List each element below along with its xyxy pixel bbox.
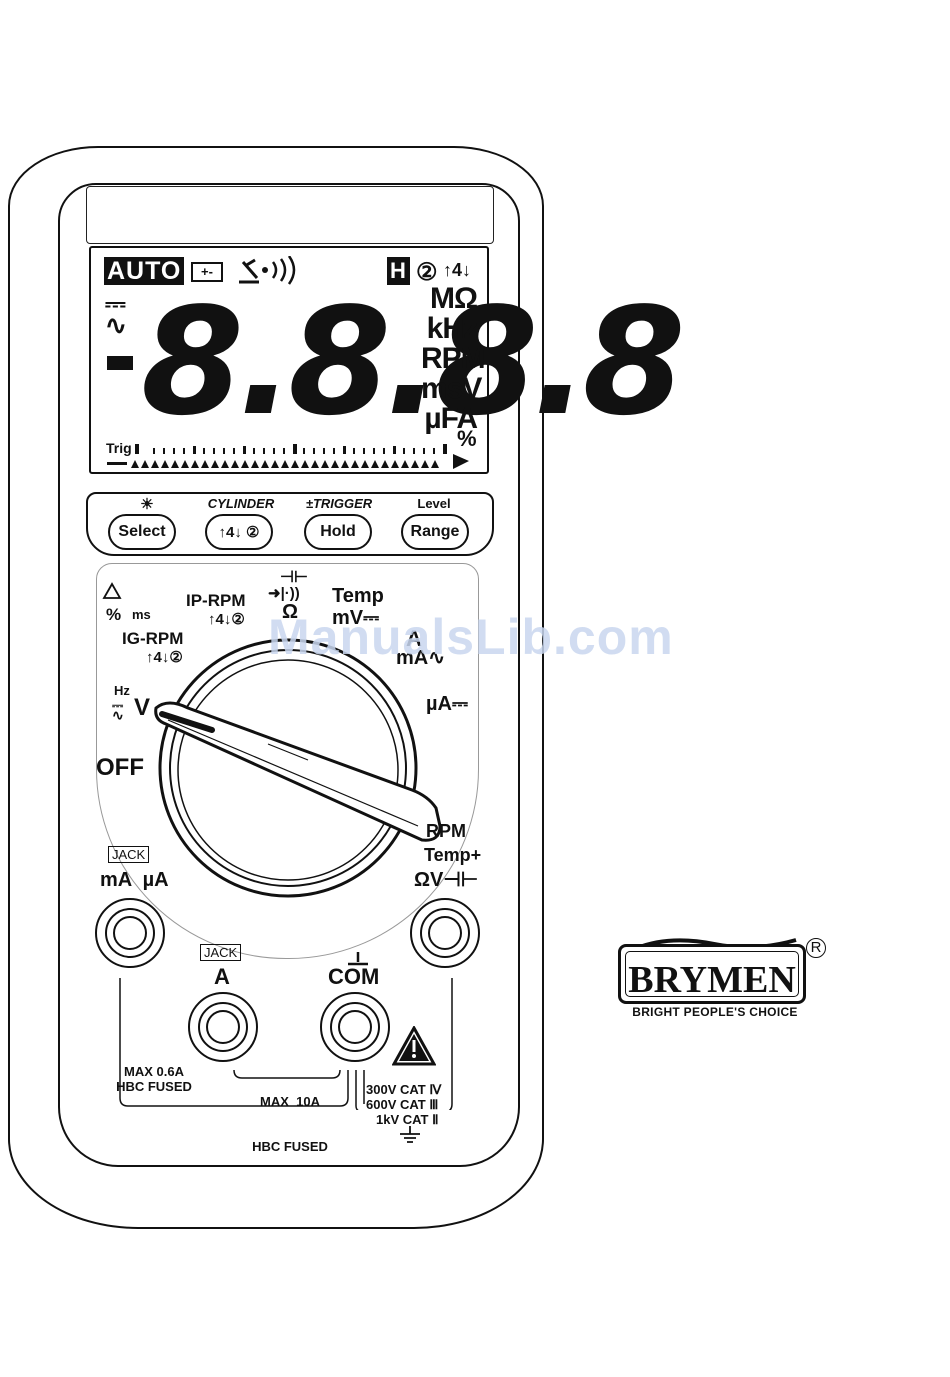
fuse-spec-left-line2: HBC FUSED bbox=[116, 1079, 192, 1094]
terminal-a-jack[interactable] bbox=[188, 992, 258, 1062]
ground-symbol-com bbox=[348, 952, 368, 966]
delta-icon bbox=[102, 582, 122, 599]
brand-tagline: BRIGHT PEOPLE'S CHOICE bbox=[632, 1005, 798, 1019]
dial-ohm: Ω bbox=[282, 601, 299, 623]
watermark: ManualsLib.com bbox=[268, 609, 674, 665]
dial-area bbox=[96, 563, 479, 959]
terminal-rpm-label: RPM bbox=[426, 821, 466, 841]
dial-ig-rpm-cylinders: ↑4↓② bbox=[146, 649, 183, 666]
dial-percent: % bbox=[106, 605, 122, 624]
registered-mark: R bbox=[806, 938, 826, 958]
cat-rating-line3: 1kV CAT Ⅱ bbox=[376, 1112, 439, 1127]
cylinder-label: CYLINDER bbox=[207, 496, 275, 511]
cat-rating: 300V CAT Ⅳ 600V CAT Ⅲ 1kV CAT Ⅱ bbox=[366, 1082, 458, 1127]
backlight-icon: ☀ bbox=[140, 496, 154, 513]
dial-hz: Hz bbox=[114, 683, 130, 698]
level-label: Level bbox=[417, 496, 451, 511]
dial-diode-continuity: ➜|·)) bbox=[268, 585, 300, 602]
terminal-com-label: COM bbox=[328, 964, 380, 989]
terminal-com-jack[interactable] bbox=[320, 992, 390, 1062]
bar-graph bbox=[107, 444, 469, 469]
dial-ip-rpm: IP-RPM bbox=[186, 591, 246, 610]
terminal-ma-ua-jack[interactable] bbox=[95, 898, 165, 968]
cylinder-button[interactable]: ↑4↓ ② bbox=[205, 514, 273, 550]
brand-name: BRYMEN bbox=[628, 959, 796, 1001]
main-reading: 8.8.8.8 bbox=[141, 276, 686, 448]
unit-stack: MΩ kHz RPM msV µFA bbox=[421, 282, 486, 435]
terminal-ma-ua-label: mA µA bbox=[100, 869, 169, 891]
hold-button[interactable]: Hold bbox=[304, 514, 372, 550]
cylinder-4-indicator: ↑4↓ bbox=[443, 260, 472, 280]
dial-ms: ms bbox=[132, 607, 151, 622]
trigger-label: ±TRIGGER bbox=[305, 496, 373, 511]
select-button[interactable]: Select bbox=[108, 514, 176, 550]
auto-indicator: AUTO bbox=[104, 257, 185, 285]
dial-v: V bbox=[134, 694, 151, 721]
hold-indicator: H bbox=[387, 257, 410, 285]
terminal-temp-label: Temp+ bbox=[424, 845, 482, 865]
cylinder-2-indicator: ② bbox=[416, 259, 438, 286]
dc-ac-indicator: ⎓ ∿ bbox=[105, 288, 127, 340]
continuity-beep-icon bbox=[239, 256, 296, 285]
unit-ufa: µFA bbox=[424, 402, 478, 435]
jack-indicator-a: JACK bbox=[200, 944, 242, 961]
fuse-spec-mid: MAX 10A HBC FUSED bbox=[242, 1064, 338, 1169]
terminal-v-ohm-jack[interactable] bbox=[410, 898, 480, 968]
fuse-spec-left: MAX 0.6A HBC FUSED bbox=[106, 1064, 202, 1094]
unit-rpm: RPM bbox=[421, 342, 486, 375]
fuse-spec-left-line1: MAX 0.6A bbox=[124, 1064, 184, 1079]
fuse-spec-mid-line2: HBC FUSED bbox=[252, 1139, 328, 1154]
cat-rating-line2: 600V CAT Ⅲ bbox=[366, 1097, 439, 1112]
dial-capacitance: ⊣⊢ bbox=[280, 569, 308, 586]
trig-label: Trig bbox=[106, 440, 132, 456]
battery-icon: +- bbox=[191, 262, 223, 282]
terminal-ohm-v-cap-label: ΩV⊣⊢ bbox=[414, 869, 479, 891]
rotary-selector-knob[interactable] bbox=[148, 628, 448, 898]
unit-megaohm: MΩ bbox=[429, 282, 478, 315]
lcd-display: AUTO +- H ② ↑4↓ ⎓ ∿ 8.8.8.8 MΩ kHz RPM m… bbox=[89, 246, 686, 474]
dial-ig-rpm: IG-RPM bbox=[122, 629, 184, 648]
unit-percent: % bbox=[457, 426, 477, 451]
brand-logo-frame bbox=[618, 944, 806, 1004]
dial-temp: Temp bbox=[332, 585, 384, 607]
cat-rating-line1: 300V CAT Ⅳ bbox=[366, 1082, 442, 1097]
battery-icon-label: +- bbox=[201, 264, 213, 279]
terminal-a-label: A bbox=[214, 964, 230, 989]
jack-indicator-left: JACK bbox=[108, 846, 150, 863]
dial-ma: mA∿ bbox=[396, 647, 445, 669]
dial-v-symbol: ⎓ bbox=[112, 697, 124, 713]
dial-ua: µA⎓ bbox=[426, 693, 468, 715]
dial-v-ac-symbol: ∿ bbox=[112, 707, 124, 723]
fuse-spec-mid-line1: MAX 10A bbox=[260, 1094, 320, 1109]
dial-mv: mV⎓ bbox=[332, 607, 380, 629]
range-button[interactable]: Range bbox=[401, 514, 469, 550]
dial-ip-rpm-cylinders: ↑4↓② bbox=[208, 611, 245, 628]
dial-off: OFF bbox=[96, 754, 144, 781]
fuse-bracket-lines bbox=[119, 978, 453, 1110]
display-window bbox=[86, 186, 494, 244]
unit-msv: msV bbox=[421, 372, 482, 405]
dial-a: A bbox=[406, 626, 422, 651]
minus-sign bbox=[107, 356, 133, 370]
earth-ground-icon bbox=[400, 1126, 420, 1143]
unit-khz: kHz bbox=[426, 312, 478, 345]
warning-triangle-icon bbox=[392, 1026, 436, 1066]
